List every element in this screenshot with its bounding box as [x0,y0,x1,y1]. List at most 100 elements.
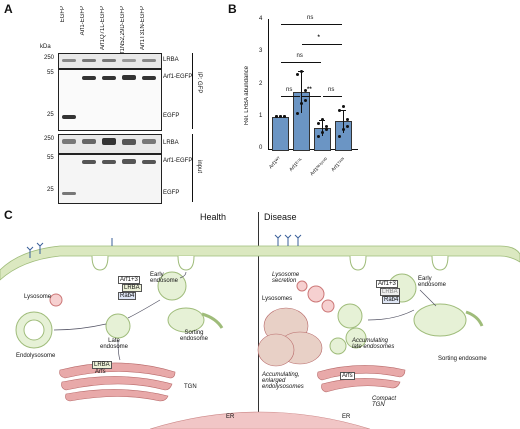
panel-b-letter: B [228,2,237,16]
section-ip-gfp: IP: GFP [196,72,202,94]
bar-3 [335,121,352,151]
sig-label-2: ns [328,87,335,93]
plasma-membrane [0,245,520,281]
label-er-left: ER [226,414,235,420]
data-point [279,115,282,118]
error-cap-3 [339,110,346,111]
label-er-right: ER [342,414,351,420]
xcat-3: Arf1ᵀ³¹ᴺ [330,156,347,174]
accumulating-late-endosomes [329,303,367,355]
panel-c-letter: C [4,208,13,222]
band-egfp-top: EGFP [163,113,180,119]
data-point [325,124,328,128]
late-endosome [105,313,131,339]
ip-arf1-egfp-blot [58,69,162,131]
ytick-1: 1 [259,113,263,119]
mw-top-55: 55 [47,70,54,76]
xcat-2: Arf1ᴺ⁵²ʸ²⁹ᴰ [309,156,330,178]
lysosome-right-2 [296,280,308,292]
label-endolysosome: Endolysosome [16,353,56,359]
health-label: Health [200,212,227,222]
data-point [346,118,349,122]
data-point [321,118,324,122]
xcat-1: Arf1ᴱ⁷¹ᴸ [288,157,305,173]
ytick-4: 4 [259,16,263,22]
label-accumulating-endolyso: Accumulating, enlarged endolysosomes [262,372,304,390]
enlarged-endolysosomes [257,307,323,367]
data-point [296,72,299,76]
early-endosome-left [157,271,187,301]
sig-bracket-2 [322,96,342,97]
data-point [321,131,324,135]
sig-label-5: ns [307,15,314,21]
label-tgn: TGN [184,384,197,390]
kda-label: kDa [40,44,51,50]
y-axis-label: Rel. LRBA abundance [244,66,250,126]
lysosome-right-3 [321,299,335,313]
label-arfs-right: Arfs [340,372,355,380]
sig-label-1: ** [307,87,312,93]
endolysosome-core [23,319,45,341]
disease-label: Disease [264,212,297,222]
bar-1 [293,92,310,151]
ytick-3: 3 [259,48,263,54]
trafficking-arrows [53,271,437,361]
bar-chart: 4 3 2 1 0 [252,14,362,154]
input-arf1-egfp-blot [58,154,162,204]
data-point [342,128,345,131]
bars-layer [268,19,358,151]
mw-bottom-250: 250 [44,136,55,142]
input-bracket [192,134,193,202]
data-point [346,124,349,128]
data-point [338,134,341,138]
mw-top-250: 250 [44,55,55,61]
panel-a-letter: A [4,2,13,16]
pit-3 [349,255,367,271]
section-input: input [196,160,202,174]
error-bar-3 [342,110,344,133]
x-axis [268,149,358,150]
label-compact-tgn: Compact TGN [372,396,397,408]
sig-bracket-5 [280,24,342,25]
mw-bottom-55: 55 [47,155,54,161]
label-arf13-left: Arf1+3 [118,276,140,284]
label-rab4-left: Rab4 [118,292,137,300]
error-bar-1 [300,71,302,114]
sig-label-0: ns [286,87,293,93]
band-arf1-top: Arf1-EGFP [163,74,193,80]
label-lysosome-secretion: Lysosome secretion [272,272,300,284]
label-sorting-endosome-left: Sorting endosome [180,330,209,342]
receptors [26,234,302,258]
pit-1 [91,255,109,271]
sig-bracket-3 [280,62,321,63]
label-arfs-tgn: Arfs [95,369,106,375]
data-point [300,69,303,73]
input-lrba-blot [58,134,162,154]
label-lrba-box-left: LRBA [122,284,142,292]
data-point [300,102,303,105]
lysosome-left [49,293,63,307]
label-arf13-right: Arf1+3 [376,280,398,288]
data-point [317,134,320,138]
tgn-left [59,362,176,402]
xcat-0: Arf1ᵂᵀ [267,155,283,171]
band-arf1-bottom: Arf1-EGFP [163,158,193,164]
cell-diagram [0,234,520,429]
er [149,411,371,429]
label-late-endosome: Late endosome [100,338,129,350]
data-point [304,98,307,102]
lane-label-arf1: Arf1-EGFP [80,6,86,36]
data-point [296,111,299,115]
ip-bracket [192,53,193,129]
data-point [283,115,286,118]
pit-2 [177,255,195,271]
bar-2 [314,127,331,151]
mw-bottom-25: 25 [47,187,54,193]
label-rab4-right: Rab4 [382,296,401,304]
label-lrba-box-right: LRBA [380,288,400,296]
error-bar-2 [321,119,323,136]
data-point [338,108,341,112]
data-point [317,121,320,125]
sorting-endosome-left [167,307,205,333]
